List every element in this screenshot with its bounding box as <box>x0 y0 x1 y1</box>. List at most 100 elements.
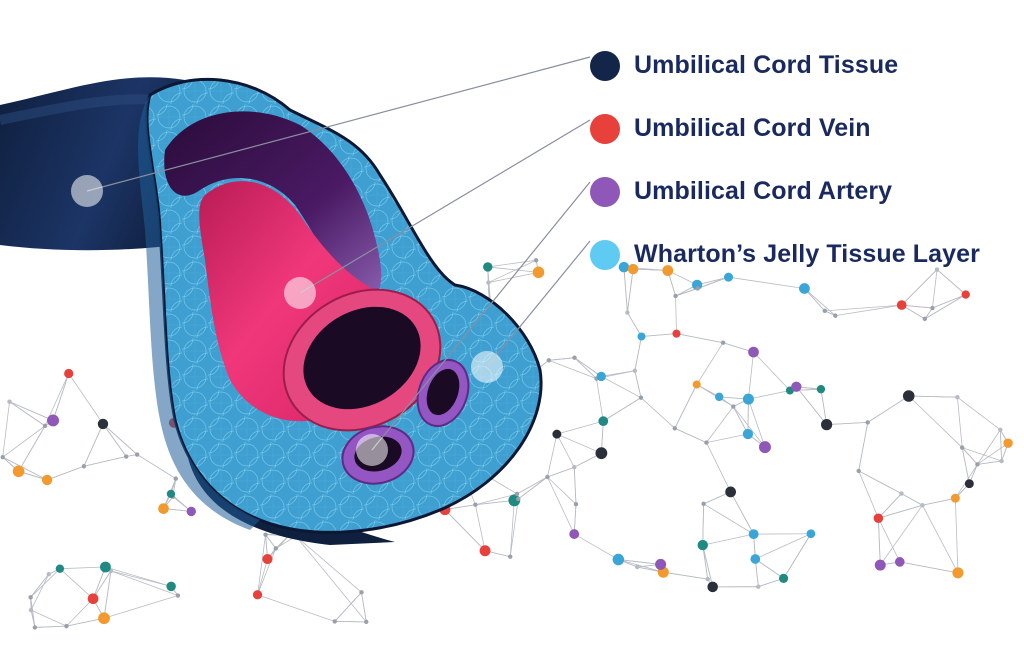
network-edge <box>18 425 46 472</box>
network-edge <box>547 476 577 505</box>
legend-item-cord-artery: Umbilical Cord Artery <box>590 160 1020 223</box>
network-edge <box>730 491 755 535</box>
network-edge <box>547 476 575 535</box>
network-edge <box>265 534 277 549</box>
network-node <box>672 426 677 431</box>
network-edge <box>908 395 958 398</box>
network-node <box>822 308 827 314</box>
network-edge <box>702 533 754 546</box>
network-node <box>998 427 1003 432</box>
network-edge <box>858 470 902 494</box>
network-node <box>612 553 625 566</box>
network-node <box>655 558 667 570</box>
network-edge <box>675 295 677 334</box>
network-edge <box>83 456 127 467</box>
network-node <box>573 501 579 507</box>
network-edge <box>901 269 938 306</box>
network-node <box>364 619 369 625</box>
network-edge <box>901 304 933 309</box>
network-node <box>720 340 726 345</box>
network-node <box>28 607 34 613</box>
network-edge <box>702 544 714 587</box>
network-node <box>263 532 268 537</box>
network-node <box>134 452 140 457</box>
network-edge <box>103 595 179 619</box>
network-node <box>725 486 736 498</box>
network-node <box>873 513 884 523</box>
network-edge <box>92 570 112 599</box>
network-node <box>262 553 273 565</box>
network-edge <box>488 271 539 283</box>
network-edge <box>2 425 46 458</box>
network-edge <box>954 498 959 573</box>
network-node <box>100 561 111 573</box>
network-edge <box>961 447 970 484</box>
network-edge <box>961 447 978 465</box>
network-node <box>97 418 109 430</box>
network-edge <box>66 617 105 627</box>
network-node <box>865 420 870 425</box>
network-edge <box>68 373 104 425</box>
network-edge <box>732 406 766 448</box>
network-node <box>28 595 33 600</box>
network-edge <box>257 534 266 595</box>
network-node <box>87 593 99 605</box>
network-node <box>742 428 754 440</box>
network-edge <box>627 312 642 337</box>
network-node <box>41 474 53 486</box>
network-node <box>930 305 935 311</box>
network-edge <box>52 373 70 421</box>
network-edge <box>936 269 966 295</box>
network-node <box>950 493 960 503</box>
network-node <box>166 489 176 498</box>
network-node <box>508 554 513 559</box>
network-node <box>7 399 12 404</box>
network-node <box>625 310 630 315</box>
network-edge <box>548 357 575 361</box>
network-edge <box>475 500 515 506</box>
network-node <box>332 619 337 624</box>
network-edge <box>835 304 902 317</box>
network-node <box>799 283 810 294</box>
pointer-markers <box>71 175 503 466</box>
network-edge <box>34 625 67 628</box>
network-edge <box>548 359 597 379</box>
network-edge <box>748 390 791 400</box>
network-edge <box>706 406 734 443</box>
network-edge <box>574 533 619 560</box>
network-edge <box>596 378 604 422</box>
network-node <box>964 479 974 489</box>
network-edge <box>295 535 362 593</box>
network-node <box>894 557 905 567</box>
network-node <box>821 419 833 431</box>
network-edge <box>706 442 731 493</box>
network-node <box>359 590 364 595</box>
network-node <box>533 258 539 263</box>
network-node <box>638 395 644 400</box>
network-node <box>46 571 51 577</box>
network-edge <box>634 370 642 398</box>
network-node <box>874 559 886 571</box>
network-edge <box>30 573 50 598</box>
network-edge <box>487 259 537 268</box>
network-edge <box>755 558 784 579</box>
network-edge <box>103 570 112 619</box>
network-edge <box>136 454 176 479</box>
network-node <box>618 261 630 273</box>
network-node <box>975 462 980 467</box>
network-edge <box>858 422 869 472</box>
network-edge <box>640 397 676 429</box>
network-node <box>920 503 925 508</box>
legend-item-wharton-jelly: Wharton’s Jelly Tissue Layer <box>590 223 1020 286</box>
network-node <box>473 502 478 507</box>
legend-item-cord-vein: Umbilical Cord Vein <box>590 97 1020 160</box>
network-edge <box>102 423 138 455</box>
network-edge <box>2 401 10 458</box>
network-edge <box>487 266 539 273</box>
network-edge <box>977 460 1002 465</box>
network-node <box>273 546 278 551</box>
network-node <box>673 293 678 299</box>
network-edge <box>59 568 94 600</box>
network-node <box>486 280 491 285</box>
